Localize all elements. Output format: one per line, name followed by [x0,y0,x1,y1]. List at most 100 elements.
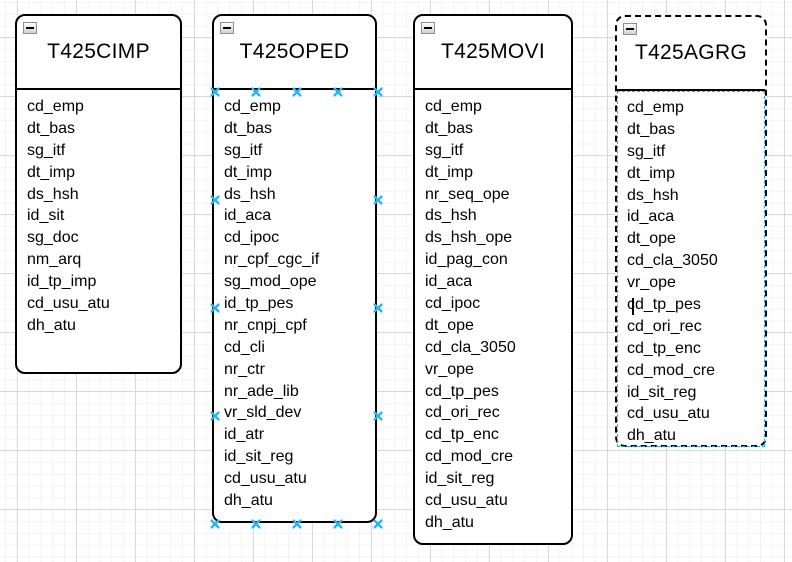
field-row[interactable]: ds_hsh [627,186,679,204]
field-row[interactable]: id_tp_pes [224,295,294,313]
connection-point-icon[interactable] [373,303,383,313]
field-row[interactable]: dh_atu [224,492,273,510]
entity-title-bar[interactable]: T425AGRG [617,17,765,91]
field-row[interactable]: dt_ope [627,230,676,248]
connection-point-icon[interactable] [210,195,220,205]
field-row[interactable]: sg_itf [224,141,263,159]
connection-point-icon[interactable] [373,519,383,529]
field-row[interactable]: cd_emp [224,98,281,115]
field-row[interactable]: cd_usu_atu [425,492,508,510]
field-row[interactable]: sg_itf [27,141,66,159]
field-row[interactable]: cd_emp [425,98,482,115]
field-row[interactable]: id_aca [425,273,473,291]
field-row[interactable]: dt_bas [224,119,273,137]
field-row[interactable]: cd_mod_cre [425,448,514,466]
field-row[interactable]: nr_cpf_cgc_if [224,251,320,269]
connection-point-icon[interactable] [292,519,301,529]
field-row[interactable]: ds_hsh [425,207,477,225]
field-row[interactable]: ds_hsh_ope [425,229,513,247]
field-row[interactable]: sg_mod_ope [224,273,317,291]
field-row[interactable]: cd_tp_enc [425,426,499,444]
field-row[interactable]: vr_sld_dev [224,404,302,422]
field-row[interactable]: dh_atu [27,316,76,334]
field-row[interactable]: cd_ipoc [224,229,280,247]
field-row[interactable]: id_sit [27,207,65,225]
connection-point-icon[interactable] [333,87,342,97]
connection-point-icon[interactable] [210,411,220,421]
field-row[interactable]: sg_itf [425,141,464,159]
field-row[interactable]: ds_hsh [224,185,276,203]
field-row[interactable]: id_sit_reg [224,448,294,466]
collapse-button[interactable] [220,22,234,34]
collapse-button[interactable] [623,23,637,35]
field-row[interactable]: cd_tp_pes [627,296,701,314]
field-row[interactable]: nr_ctr [224,360,265,378]
text-caret [632,298,634,315]
field-row[interactable]: nm_arq [27,251,82,269]
field-row[interactable]: dt_imp [425,163,474,181]
collapse-button[interactable] [421,22,435,34]
field-row[interactable]: cd_usu_atu [27,295,110,313]
field-row[interactable]: id_sit_reg [425,470,495,488]
field-row[interactable]: dt_bas [627,120,676,138]
connection-point-icon[interactable] [251,87,260,97]
field-row[interactable]: cd_emp [627,99,684,116]
field-row[interactable]: cd_ori_rec [627,317,702,335]
field-row[interactable]: vr_ope [425,360,474,378]
connection-point-icon[interactable] [292,87,301,97]
connection-point-icon[interactable] [251,519,260,529]
connection-point-icon[interactable] [210,87,220,97]
connection-point-icon[interactable] [210,519,220,529]
collapse-button[interactable] [23,22,37,34]
field-row[interactable]: cd_cla_3050 [627,252,718,270]
field-row[interactable]: dt_imp [224,163,273,181]
field-row[interactable]: cd_cli [224,338,265,356]
field-row[interactable]: id_pag_con [425,251,508,269]
connection-point-icon[interactable] [210,303,220,313]
field-row[interactable]: id_sit_reg [627,383,697,401]
field-row[interactable]: cd_cla_3050 [425,338,516,356]
field-row[interactable]: dt_imp [627,164,676,182]
field-row[interactable]: id_aca [224,207,272,225]
entity-title: T425OPED [239,40,350,63]
field-row[interactable]: id_aca [627,208,675,226]
minus-icon [626,28,634,30]
field-row[interactable]: dt_bas [27,119,76,137]
field-row[interactable]: cd_mod_cre [627,361,716,379]
connection-point-icon[interactable] [373,411,383,421]
entity-t425movi[interactable]: T425MOVI cd_emp dt_bas sg_itf dt_imp nr_seq_… [413,14,573,545]
field-row[interactable]: nr_seq_ope [425,185,510,203]
entity-title-bar[interactable]: T425OPED [214,16,375,90]
entity-title: T425CIMP [47,40,150,63]
field-row[interactable]: cd_tp_pes [425,382,499,400]
field-row[interactable]: id_tp_imp [27,273,97,291]
connection-point-icon[interactable] [373,195,383,205]
field-row[interactable]: dh_atu [425,513,474,531]
connection-point-icon[interactable] [373,87,383,97]
field-row[interactable]: sg_itf [627,142,666,160]
field-row[interactable]: cd_ipoc [425,295,481,313]
field-row[interactable]: nr_ade_lib [224,382,299,400]
field-row[interactable]: nr_cnpj_cpf [224,316,307,334]
field-row[interactable]: vr_ope [627,274,676,292]
field-row[interactable]: ds_hsh [27,185,79,203]
entity-title-bar[interactable]: T425MOVI [415,16,571,90]
field-row[interactable]: sg_doc [27,229,79,247]
field-row[interactable]: cd_emp [27,98,84,115]
field-row[interactable]: cd_usu_atu [224,470,307,488]
entity-title-bar[interactable]: T425CIMP [17,16,180,90]
field-row[interactable]: id_atr [224,426,265,444]
field-row[interactable]: cd_usu_atu [627,405,710,423]
field-row[interactable]: dh_atu [627,427,676,445]
field-row[interactable]: dt_ope [425,316,474,334]
field-list: cd_emp dt_bas sg_itf dt_imp ds_hsh id_aca dt_o… [617,91,765,447]
field-row[interactable]: cd_tp_enc [627,339,701,357]
field-row[interactable]: cd_ori_rec [425,404,500,422]
field-row[interactable]: dt_imp [27,163,76,181]
connection-point-icon[interactable] [333,519,342,529]
field-row[interactable]: dt_bas [425,119,474,137]
